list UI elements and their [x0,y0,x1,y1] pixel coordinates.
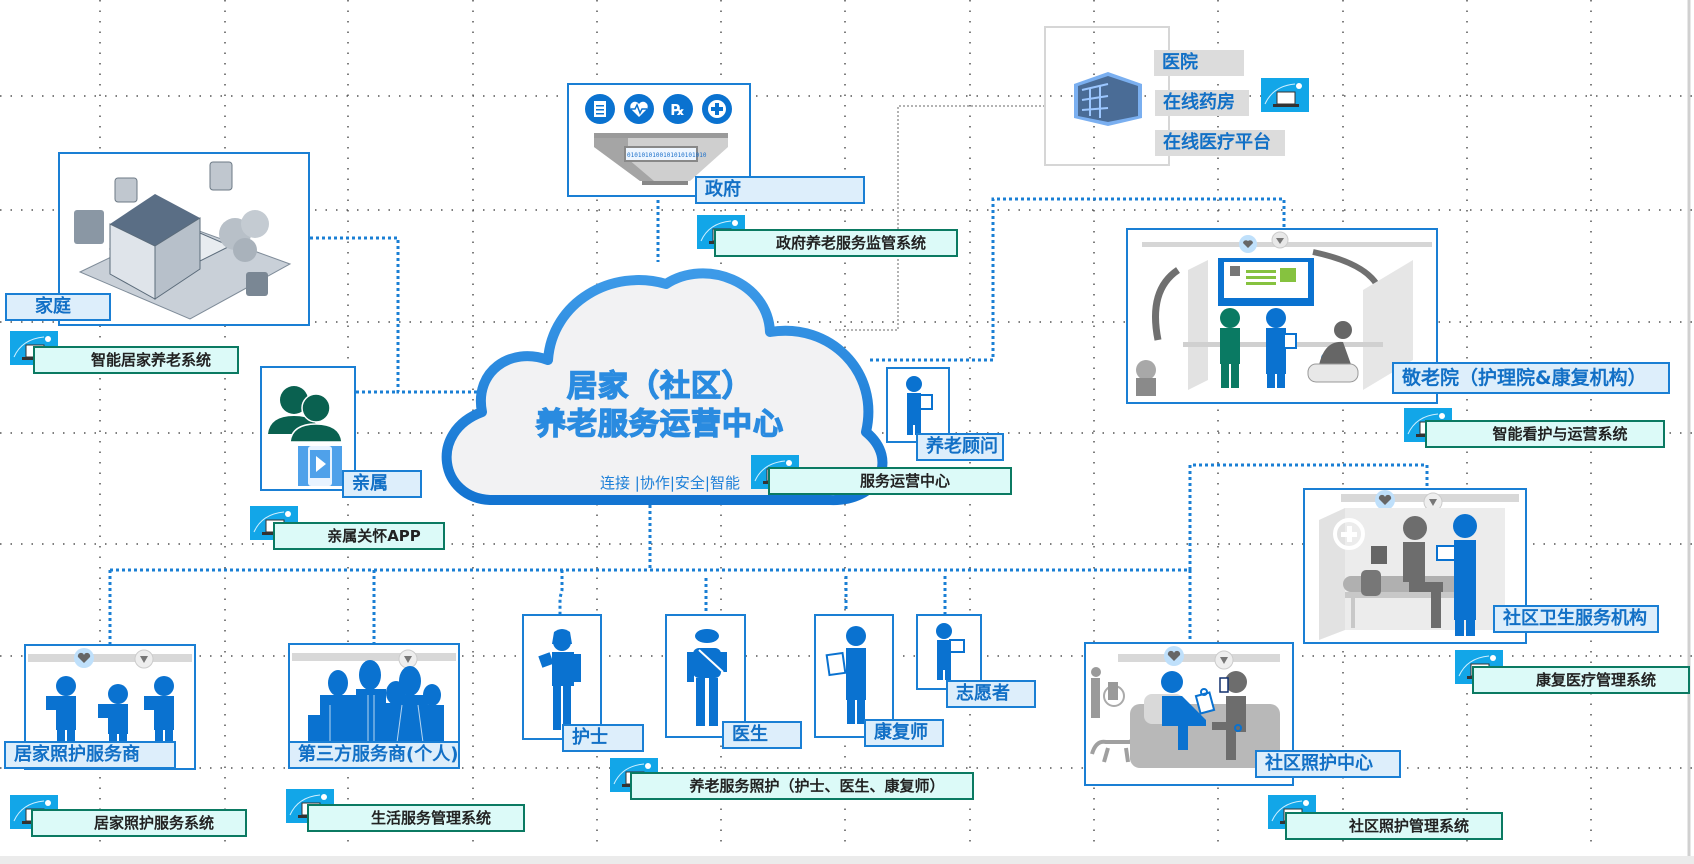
doctor-label: 医生 [722,721,802,749]
plus-icon [702,94,732,124]
therapist-label: 康复师 [864,719,944,747]
service-center-system-label[interactable]: 服务运营中心 [768,467,1012,495]
cloud-title-line2: 养老服务运营中心 [535,406,784,442]
nursing-home-label: 敬老院（护理院&康复机构） [1392,362,1670,394]
doctor-figure-icon [687,629,727,726]
relatives-label: 亲属 [342,470,422,498]
volunteer-figure-icon [936,623,965,680]
data-funnel-icon: 0101010100101010101010 [594,133,728,185]
government-icon-row: ℞ [584,93,733,125]
relatives-people-icon [268,386,343,442]
government-system-label[interactable]: 政府养老服务监管系统 [714,229,958,257]
mobile-app-icon [298,446,342,486]
nursing-home-scene-icon [1136,231,1432,396]
svg-text:0101010100101010101010: 0101010100101010101010 [627,152,707,159]
heart-pulse-icon [624,94,654,124]
hospital-label[interactable]: 医院 [1154,50,1244,76]
therapist-card[interactable] [814,614,894,738]
operation-center-cloud[interactable]: 居家（社区） 养老服务运营中心 连接 |协作|安全|智能 [430,262,890,508]
clipboard-icon [585,94,615,124]
advisor-label: 养老顾问 [916,433,1004,461]
family-label: 家庭 [5,293,111,321]
advisor-figure-icon [906,376,933,435]
community-health-card[interactable] [1303,488,1527,644]
svg-text:℞: ℞ [671,101,684,119]
community-care-label: 社区照护中心 [1255,750,1401,778]
community-care-scene-icon [1090,646,1280,768]
relatives-card[interactable] [260,366,356,491]
online-medical-platform-label[interactable]: 在线医疗平台 [1155,130,1285,156]
family-system-label[interactable]: 智能居家养老系统 [33,346,239,374]
advisor-card[interactable] [886,367,950,443]
nurse-card[interactable] [522,614,602,740]
hospital-card[interactable] [1044,26,1170,166]
volunteer-label: 志愿者 [946,680,1036,708]
cloud-title-line1: 居家（社区） [566,368,753,404]
nursing-home-system-label[interactable]: 智能看护与运营系统 [1425,420,1665,448]
cloud-subtitle: 连接 |协作|安全|智能 [600,474,740,492]
online-pharmacy-label[interactable]: 在线药房 [1155,90,1249,116]
home-care-provider-label: 居家照护服务商 [4,741,176,769]
hospital-building-icon [1074,72,1142,126]
nursing-home-card[interactable] [1126,228,1438,404]
rx-icon: ℞ [663,94,693,124]
family-card[interactable] [58,152,310,326]
community-health-label: 社区卫生服务机构 [1493,605,1659,633]
volunteer-card[interactable] [916,614,982,690]
community-health-system-label[interactable]: 康复医疗管理系统 [1472,666,1690,694]
third-party-label: 第三方服务商(个人) [288,741,460,769]
government-label: 政府 [695,176,865,204]
care-service-system-label[interactable]: 养老服务照护（护士、医生、康复师） [630,772,974,800]
system-laptop-icon [1261,78,1309,112]
smart-house-icon [74,161,292,320]
nurse-figure-icon [538,629,581,730]
home-care-system-label[interactable]: 居家照护服务系统 [31,809,247,837]
nurse-label: 护士 [562,724,644,752]
community-health-scene-icon [1319,490,1519,640]
life-service-system-label[interactable]: 生活服务管理系统 [307,804,525,832]
therapist-figure-icon [825,626,866,724]
doctor-card[interactable] [665,614,746,738]
relatives-system-label[interactable]: 亲属关怀APP [273,522,445,550]
cloud-shape [441,268,888,506]
community-care-system-label[interactable]: 社区照护管理系统 [1285,812,1503,840]
